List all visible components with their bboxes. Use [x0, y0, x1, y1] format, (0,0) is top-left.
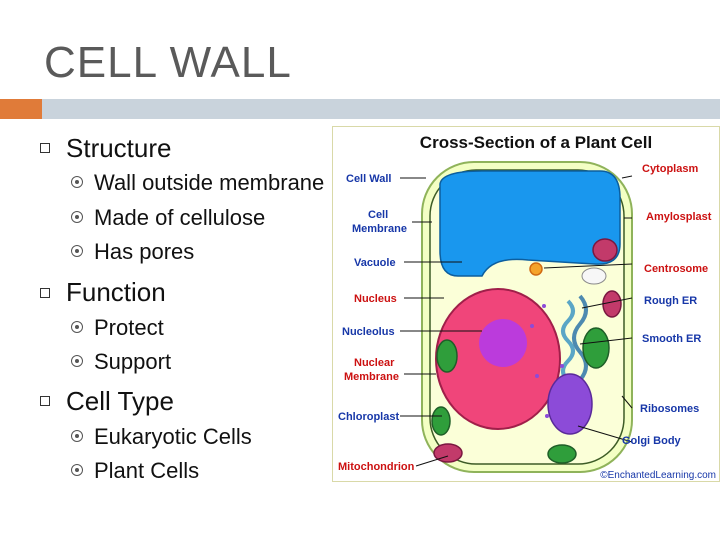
left-labels: Cell Wall Cell Membrane Vacuole Nucleus … [338, 173, 415, 473]
diagram-title: Cross-Section of a Plant Cell [420, 133, 652, 152]
label-rough-er: Rough ER [644, 295, 697, 307]
label-mitochondrion: Mitochondrion [338, 461, 415, 473]
circle-bullet-icon [71, 211, 83, 223]
golgi-body [547, 373, 593, 435]
section-heading-function: Function [66, 277, 166, 307]
chloroplast [436, 339, 458, 373]
circle-bullet-icon [71, 245, 83, 257]
mitochondrion [602, 290, 622, 318]
square-bullet-icon [40, 288, 50, 298]
bullet-item: Has pores [94, 239, 195, 264]
ribosome [535, 374, 539, 378]
smooth-er [572, 294, 588, 382]
slide-title: CELL WALL [44, 38, 292, 87]
nucleolus [479, 319, 527, 367]
ribosome [545, 414, 549, 418]
label-smooth-er: Smooth ER [642, 333, 701, 345]
circle-bullet-icon [71, 321, 83, 333]
plant-cell-diagram: Cross-Section of a Plant Cell Cell Wall [332, 126, 720, 482]
section-heading-cell-type: Cell Type [66, 386, 174, 416]
mitochondrion [433, 443, 463, 463]
label-pointer-lines [400, 175, 633, 467]
bullet-item: Protect [94, 315, 164, 340]
label-nucleolus: Nucleolus [342, 326, 395, 338]
label-golgi-body: Golgi Body [622, 435, 682, 447]
square-bullet-icon [40, 143, 50, 153]
chloroplast [547, 444, 577, 464]
circle-bullet-icon [71, 176, 83, 188]
centrosome [529, 262, 543, 276]
ribosome [585, 394, 589, 398]
title-accent-bar [0, 99, 42, 119]
label-nuclear-membrane: Membrane [344, 371, 399, 383]
chloroplast [582, 327, 610, 369]
label-vacuole: Vacuole [354, 257, 396, 269]
circle-bullet-icon [71, 464, 83, 476]
label-amylosplast: Amylosplast [646, 211, 712, 223]
ribosome [542, 304, 546, 308]
bullet-item: Plant Cells [94, 458, 200, 483]
label-centrosome: Centrosome [644, 263, 708, 275]
bullet-item: Eukaryotic Cells [94, 424, 252, 449]
label-cell-wall: Cell Wall [346, 173, 391, 185]
label-cell-membrane: Membrane [352, 223, 407, 235]
bullet-item: Support [94, 349, 172, 374]
vacuole [439, 170, 621, 277]
label-chloroplast: Chloroplast [338, 411, 399, 423]
right-labels: Cytoplasm Amylosplast Centrosome Rough E… [622, 163, 712, 447]
endoplasmic-reticulum [561, 299, 575, 383]
label-nuclear: Nuclear [354, 357, 395, 369]
label-cell: Cell [368, 209, 388, 221]
diagram-credit: ©EnchantedLearning.com [600, 470, 716, 481]
label-cytoplasm: Cytoplasm [642, 163, 698, 175]
square-bullet-icon [40, 396, 50, 406]
label-nucleus: Nucleus [354, 293, 397, 305]
circle-bullet-icon [71, 355, 83, 367]
label-ribosomes: Ribosomes [640, 403, 699, 415]
ribosome [530, 324, 534, 328]
amyloplast [581, 267, 607, 285]
mitochondrion [592, 238, 618, 262]
chloroplast [431, 406, 451, 436]
bullet-item: Wall outside membrane [94, 170, 325, 195]
section-heading-structure: Structure [66, 133, 172, 163]
bullet-item: Made of cellulose [94, 205, 266, 230]
circle-bullet-icon [71, 430, 83, 442]
ribosome [560, 364, 564, 368]
title-rule-bar [42, 99, 720, 119]
